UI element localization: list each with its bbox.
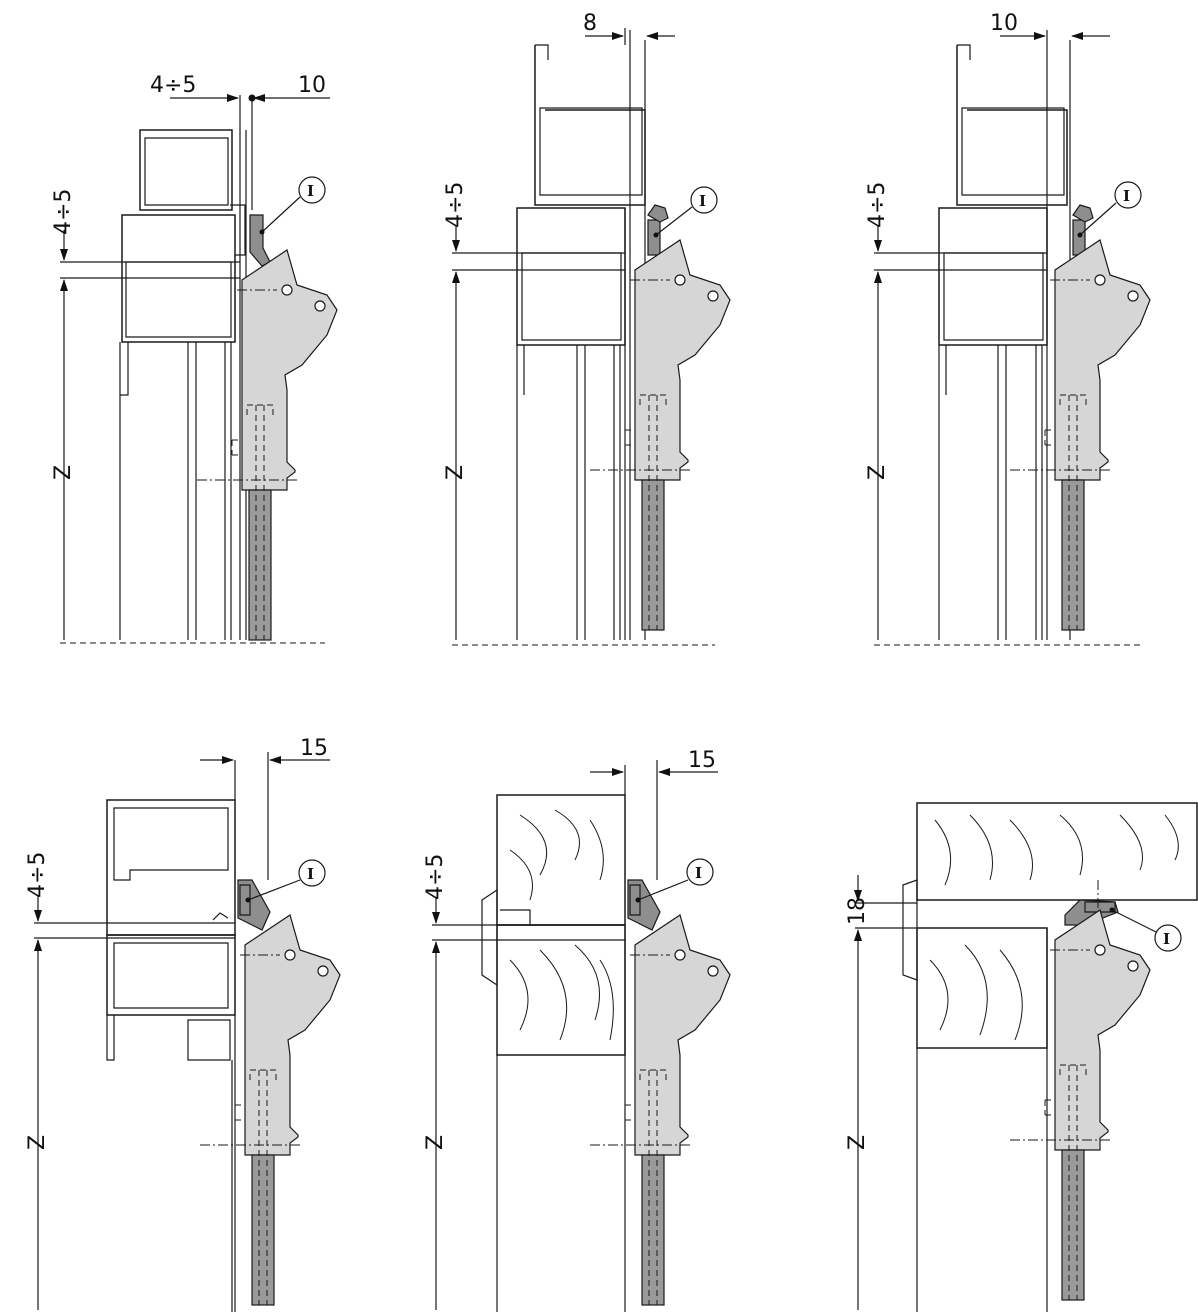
callout-label: I: [695, 864, 702, 882]
gap-label: 18: [845, 897, 870, 925]
gap-label: 4÷5: [865, 182, 890, 228]
dim-top-right: 15: [300, 736, 328, 761]
frame-profile-top: [139, 129, 233, 211]
callout-label: I: [699, 192, 706, 210]
gap-label: 4÷5: [423, 854, 448, 900]
dim-top-right: 8: [583, 11, 597, 36]
detail-2: 8 4÷5 Z I: [443, 11, 731, 646]
callout-label: I: [1123, 187, 1130, 205]
dim-top-right: 15: [688, 748, 716, 773]
detail-4: 15 4÷5 Z I: [25, 736, 341, 1312]
callout-label: I: [307, 182, 314, 200]
gap-label: 4÷5: [25, 852, 50, 898]
seal: [249, 214, 271, 267]
detail-3: 10 4÷5 Z I: [865, 11, 1151, 646]
dim-top-right: 10: [298, 73, 326, 98]
dim-top-right: 10: [990, 11, 1018, 36]
detail-6: 18 Z I: [845, 802, 1198, 1312]
z-label: Z: [443, 465, 468, 480]
z-label: Z: [25, 1135, 50, 1150]
z-label: Z: [423, 1135, 448, 1150]
detail-5: 15 4÷5 Z I: [423, 748, 731, 1312]
frame-profile-main: [121, 214, 236, 343]
gap-label: 4÷5: [51, 189, 76, 235]
z-label: Z: [865, 465, 890, 480]
detail-1: 4÷5 10 4÷5 Z I: [51, 73, 338, 644]
gap-label: 4÷5: [443, 182, 468, 228]
callout-label: I: [1163, 930, 1170, 948]
z-label: Z: [51, 465, 76, 480]
callout-label: I: [307, 865, 314, 883]
dim-top-left: 4÷5: [150, 73, 196, 98]
z-label: Z: [845, 1135, 870, 1150]
